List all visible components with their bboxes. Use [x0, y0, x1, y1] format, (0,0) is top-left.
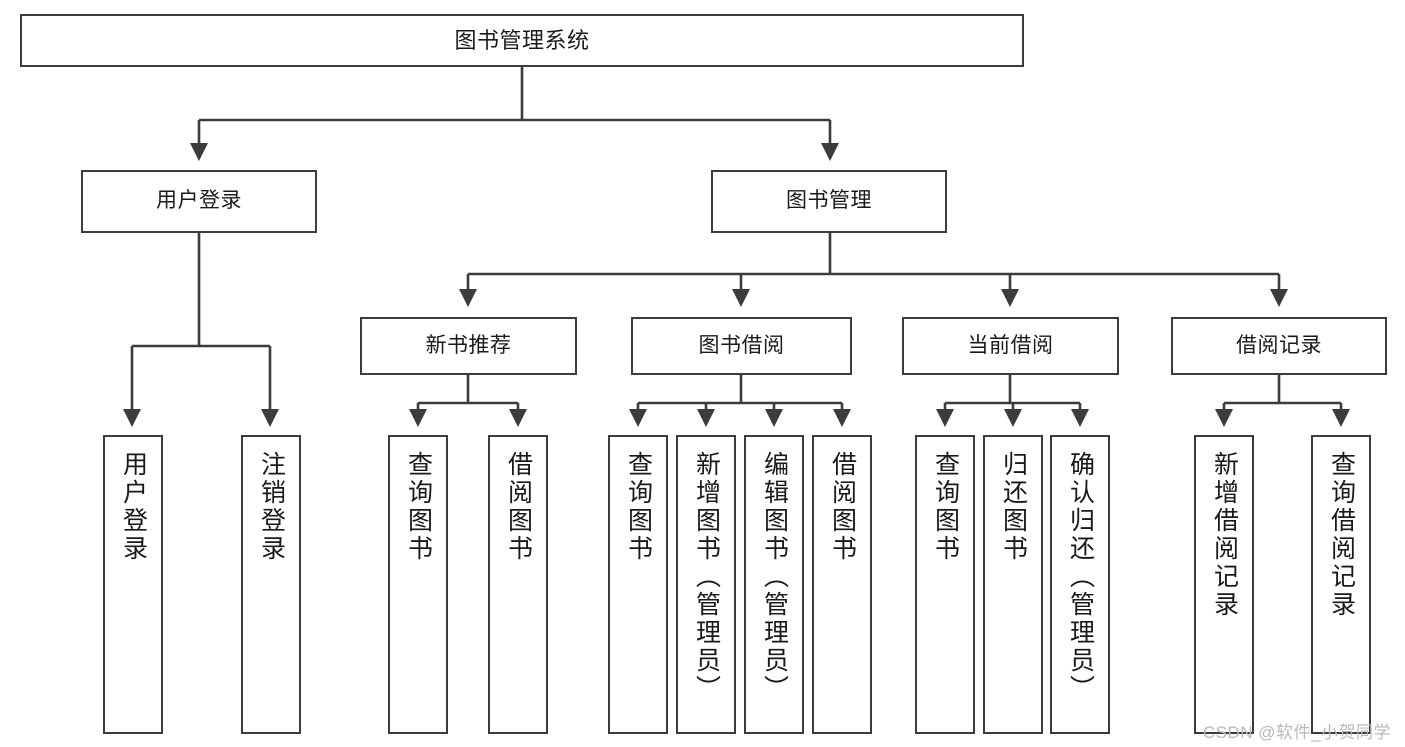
node-leaf-borrow-book-2[interactable]: 借阅图书: [812, 435, 872, 734]
node-leaf-confirm-return[interactable]: 确认归还（管理员）: [1050, 435, 1110, 734]
node-leaf-add-book[interactable]: 新增图书（管理员）: [676, 435, 736, 734]
node-book-management-label: 图书管理: [786, 189, 872, 213]
node-root-label: 图书管理系统: [454, 27, 590, 53]
node-book-borrow[interactable]: 图书借阅: [631, 317, 852, 375]
node-leaf-borrow-book-1[interactable]: 借阅图书: [488, 435, 548, 734]
node-leaf-confirm-return-label: 确认归还（管理员）: [1066, 451, 1095, 703]
node-current-borrow-label: 当前借阅: [967, 333, 1054, 357]
node-book-management[interactable]: 图书管理: [711, 170, 947, 233]
node-user-login-label: 用户登录: [156, 189, 242, 213]
node-new-book-recommend-label: 新书推荐: [425, 333, 512, 357]
node-borrow-record[interactable]: 借阅记录: [1171, 317, 1387, 375]
node-user-login[interactable]: 用户登录: [81, 170, 317, 233]
node-leaf-borrow-book-1-label: 借阅图书: [504, 451, 533, 563]
node-leaf-return-book-label: 归还图书: [999, 451, 1028, 563]
node-leaf-edit-book[interactable]: 编辑图书（管理员）: [744, 435, 804, 734]
node-new-book-recommend[interactable]: 新书推荐: [360, 317, 577, 375]
node-current-borrow[interactable]: 当前借阅: [902, 317, 1119, 375]
node-root[interactable]: 图书管理系统: [20, 14, 1024, 67]
node-leaf-edit-book-label: 编辑图书（管理员）: [760, 451, 789, 703]
node-leaf-query-record-label: 查询借阅记录: [1327, 451, 1356, 619]
node-leaf-query-book-1[interactable]: 查询图书: [388, 435, 448, 734]
node-leaf-query-book-2-label: 查询图书: [624, 451, 653, 563]
node-leaf-add-record-label: 新增借阅记录: [1210, 451, 1239, 619]
node-leaf-query-book-3[interactable]: 查询图书: [915, 435, 975, 734]
node-borrow-record-label: 借阅记录: [1236, 333, 1322, 357]
node-leaf-query-book-1-label: 查询图书: [404, 451, 433, 563]
node-leaf-add-book-label: 新增图书（管理员）: [692, 451, 721, 703]
watermark: CSDN @软件_小贺同学: [1202, 723, 1391, 742]
node-leaf-login[interactable]: 用户登录: [103, 435, 163, 734]
node-leaf-login-label: 用户登录: [119, 451, 148, 563]
node-leaf-query-record[interactable]: 查询借阅记录: [1311, 435, 1371, 734]
node-leaf-logout[interactable]: 注销登录: [241, 435, 301, 734]
node-leaf-borrow-book-2-label: 借阅图书: [828, 451, 857, 563]
node-leaf-return-book[interactable]: 归还图书: [983, 435, 1043, 734]
node-leaf-logout-label: 注销登录: [257, 451, 286, 563]
node-leaf-query-book-3-label: 查询图书: [931, 451, 960, 563]
node-leaf-query-book-2[interactable]: 查询图书: [608, 435, 668, 734]
node-book-borrow-label: 图书借阅: [698, 333, 785, 357]
node-leaf-add-record[interactable]: 新增借阅记录: [1194, 435, 1254, 734]
